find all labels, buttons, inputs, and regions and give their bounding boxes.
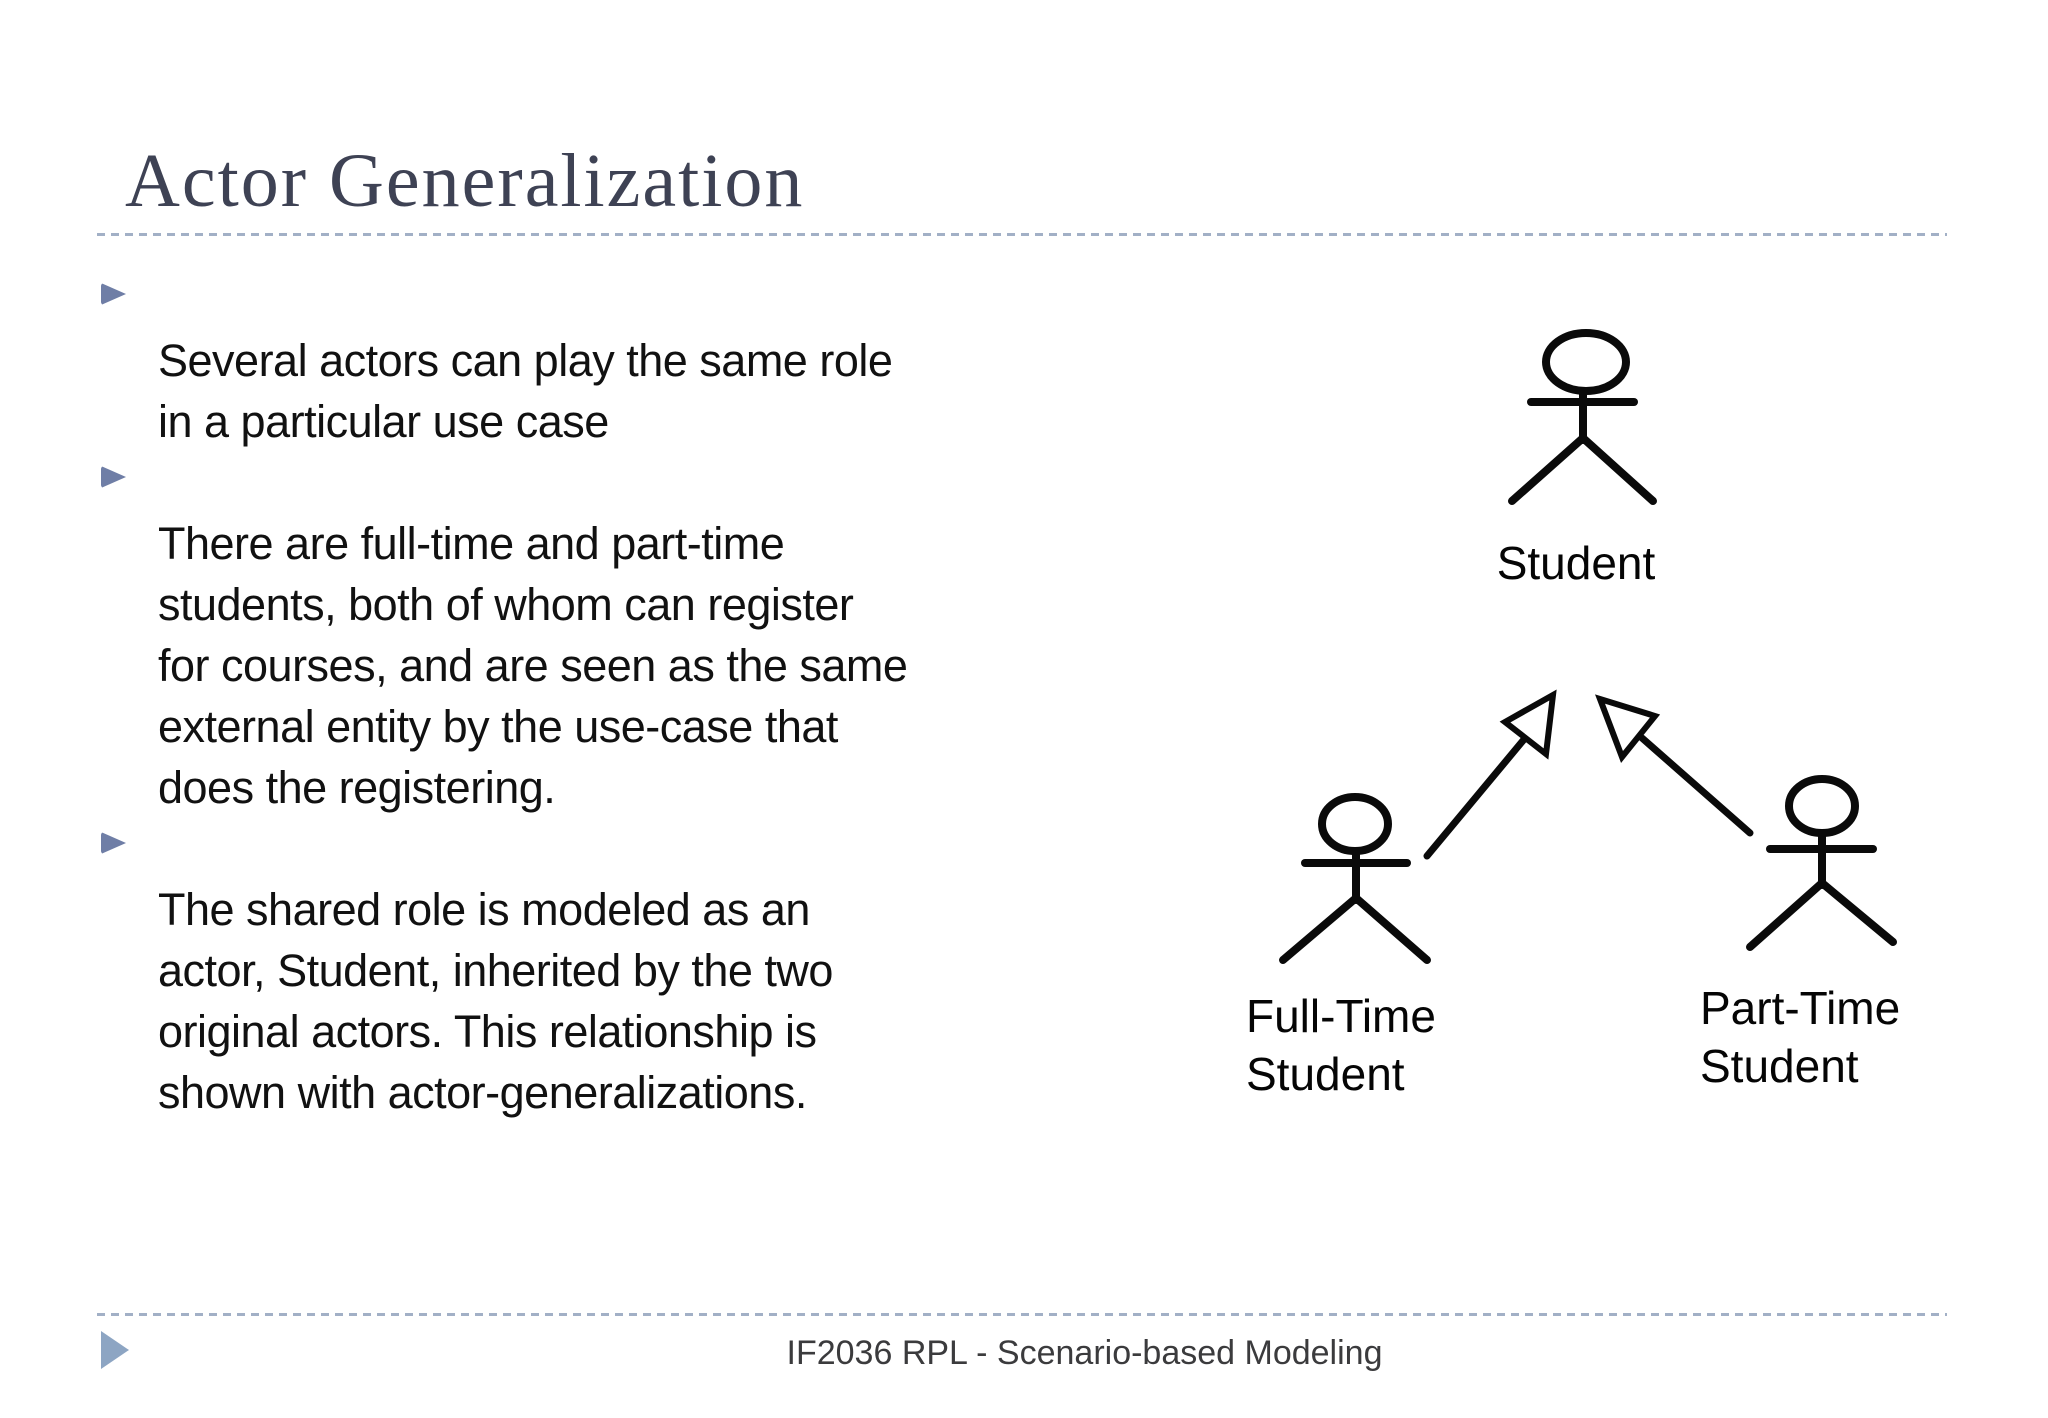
generalization-arrowhead-right bbox=[1595, 694, 1661, 763]
bullet-triangle-icon bbox=[101, 832, 126, 854]
fulltime-actor-label: Full-Time Student bbox=[1246, 990, 1436, 1100]
generalization-arrow-left-shaft bbox=[1423, 733, 1530, 860]
fulltime-head bbox=[1318, 793, 1392, 855]
generalization-arrow-right-shaft bbox=[1638, 734, 1754, 837]
footer-text: IF2036 RPL - Scenario-based Modeling bbox=[786, 1334, 1383, 1372]
student-leg-right bbox=[1579, 434, 1657, 505]
student-leg-left bbox=[1508, 434, 1587, 505]
parttime-actor-label: Part-Time Student bbox=[1700, 982, 1901, 1092]
footer-triangle-icon bbox=[101, 1331, 129, 1369]
fulltime-leg-right bbox=[1352, 894, 1431, 964]
generalization-arrow-left bbox=[1423, 689, 1557, 860]
generalization-arrow-right bbox=[1595, 694, 1754, 837]
bullet-list: Several actors can play the same role in… bbox=[101, 269, 1168, 1123]
bullet-triangle-icon bbox=[101, 466, 126, 488]
bullet-item: The shared role is modeled as an actor, … bbox=[101, 818, 1168, 1123]
bullet-item: There are full-time and part-time studen… bbox=[101, 452, 1168, 818]
bullet-text: Several actors can play the same role in… bbox=[158, 335, 893, 447]
bullet-triangle-icon bbox=[101, 283, 126, 305]
student-actor-label: Student bbox=[1496, 537, 1656, 589]
generalization-arrowhead-left bbox=[1499, 689, 1557, 760]
page-title: Actor Generalization bbox=[125, 139, 805, 223]
fulltime-actor-figure bbox=[1279, 793, 1431, 964]
footer-divider-dashed-line bbox=[97, 1313, 1947, 1316]
parttime-head bbox=[1785, 775, 1859, 837]
bullet-text: There are full-time and part-time studen… bbox=[158, 518, 908, 813]
parttime-actor-figure bbox=[1746, 775, 1897, 951]
parttime-leg-left bbox=[1746, 879, 1826, 951]
fulltime-leg-left bbox=[1279, 894, 1360, 964]
student-head bbox=[1542, 329, 1630, 395]
student-actor-figure bbox=[1508, 329, 1657, 505]
bullet-text: The shared role is modeled as an actor, … bbox=[158, 884, 833, 1118]
parttime-leg-right bbox=[1818, 879, 1897, 946]
bullet-item: Several actors can play the same role in… bbox=[101, 269, 1168, 452]
title-divider-dashed-line bbox=[97, 233, 1947, 236]
